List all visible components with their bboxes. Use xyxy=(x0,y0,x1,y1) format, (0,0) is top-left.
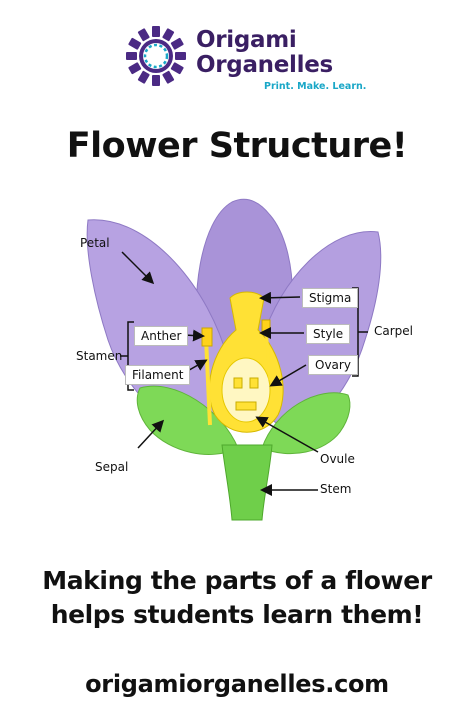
logo-tagline: Print. Make. Learn. xyxy=(264,81,367,92)
sepal-left xyxy=(136,385,239,455)
label-filament: Filament xyxy=(125,365,191,385)
stamen-bracket xyxy=(120,321,134,391)
flower-illustration xyxy=(86,198,382,521)
stigma-pointer xyxy=(259,291,301,304)
stamen-right-anther xyxy=(261,319,271,335)
label-ovule: Ovule xyxy=(320,452,355,466)
flower-logo-icon xyxy=(126,26,186,86)
ovule-pointer xyxy=(255,416,319,453)
ovule-3 xyxy=(235,401,257,411)
stem xyxy=(221,444,273,521)
label-petal: Petal xyxy=(80,236,110,250)
website-url[interactable]: origamiorganelles.com xyxy=(85,670,389,698)
label-style: Style xyxy=(306,324,351,344)
ovule-2 xyxy=(249,377,259,389)
label-ovary: Ovary xyxy=(308,355,358,375)
logo-line1: Origami xyxy=(196,27,297,53)
ovule-1 xyxy=(233,377,243,389)
label-anther: Anther xyxy=(134,326,189,346)
flower-diagram: Petal Stamen Anther Filament Sepal Stigm… xyxy=(0,190,474,540)
label-stem: Stem xyxy=(320,482,352,496)
page-title: Flower Structure! xyxy=(66,126,408,166)
label-sepal: Sepal xyxy=(95,460,129,474)
footer-line2: helps students learn them! xyxy=(50,600,424,629)
sepal-right xyxy=(261,392,351,455)
label-stamen: Stamen xyxy=(76,349,123,363)
ovary-pointer xyxy=(269,364,307,387)
label-stigma: Stigma xyxy=(302,288,359,308)
stamen-left-filament xyxy=(204,337,212,426)
ovary-interior xyxy=(221,357,271,423)
stamen-left-anther xyxy=(201,327,213,347)
label-carpel: Carpel xyxy=(374,324,413,338)
petal-pointer xyxy=(121,251,155,285)
footer-line1: Making the parts of a flower xyxy=(42,566,432,595)
sepal-pointer xyxy=(137,419,165,449)
logo-line2: Organelles xyxy=(196,52,333,78)
brand-logo: Origami Organelles xyxy=(124,22,364,94)
